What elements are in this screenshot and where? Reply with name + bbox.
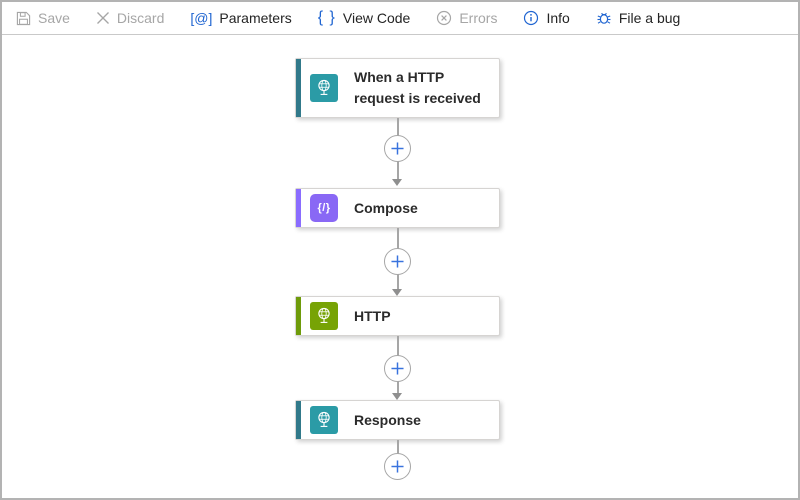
plus-icon (391, 255, 404, 268)
plus-icon (391, 362, 404, 375)
connector-arrow-icon (392, 289, 402, 296)
file-a-bug-label: File a bug (618, 10, 681, 26)
errors-button[interactable]: Errors (436, 10, 497, 26)
errors-label: Errors (459, 10, 498, 26)
file-a-bug-button[interactable]: File a bug (596, 10, 680, 26)
bug-icon (596, 10, 612, 26)
save-label: Save (38, 10, 70, 26)
workflow-canvas[interactable]: When a HTTP request is received {/} Comp… (2, 35, 798, 498)
code-braces-icon: { } (317, 9, 336, 26)
insert-step-button[interactable] (384, 135, 411, 162)
designer-toolbar: Save Discard [@] Parameters { } View Cod… (2, 2, 798, 35)
insert-step-button[interactable] (384, 355, 411, 382)
parameters-button[interactable]: [@] Parameters (190, 10, 291, 26)
insert-step-button[interactable] (384, 248, 411, 275)
globe-network-icon (310, 74, 338, 102)
view-code-button[interactable]: { } View Code (317, 9, 411, 27)
error-circle-icon (436, 10, 452, 26)
workflow-node-compose[interactable]: {/} Compose (295, 188, 500, 228)
connector-line (397, 440, 399, 454)
connector-arrow-icon (392, 179, 402, 186)
globe-network-icon (310, 406, 338, 434)
node-label: Response (354, 411, 421, 428)
info-circle-icon (523, 10, 539, 26)
discard-button[interactable]: Discard (96, 10, 164, 26)
workflow-node-http[interactable]: HTTP (295, 296, 500, 336)
at-brackets-icon: [@] (190, 10, 213, 26)
parameters-label: Parameters (219, 10, 292, 26)
plus-icon (391, 142, 404, 155)
discard-icon (96, 11, 110, 25)
plus-icon (391, 460, 404, 473)
compose-braces-icon: {/} (310, 194, 338, 222)
workflow-node-response[interactable]: Response (295, 400, 500, 440)
workflow-node-when-a-http-request-is-received[interactable]: When a HTTP request is received (295, 58, 500, 118)
globe-network-icon (310, 302, 338, 330)
insert-step-button[interactable] (384, 453, 411, 480)
info-label: Info (546, 10, 570, 26)
node-label: HTTP (354, 307, 391, 324)
save-icon (16, 11, 31, 26)
node-label: When a HTTP request is received (354, 69, 481, 106)
discard-label: Discard (116, 10, 165, 26)
info-button[interactable]: Info (523, 10, 570, 26)
connector-arrow-icon (392, 393, 402, 400)
compose-glyph: {/} (317, 202, 331, 214)
node-label: Compose (354, 199, 418, 216)
view-code-label: View Code (342, 10, 411, 26)
save-button[interactable]: Save (16, 10, 70, 26)
